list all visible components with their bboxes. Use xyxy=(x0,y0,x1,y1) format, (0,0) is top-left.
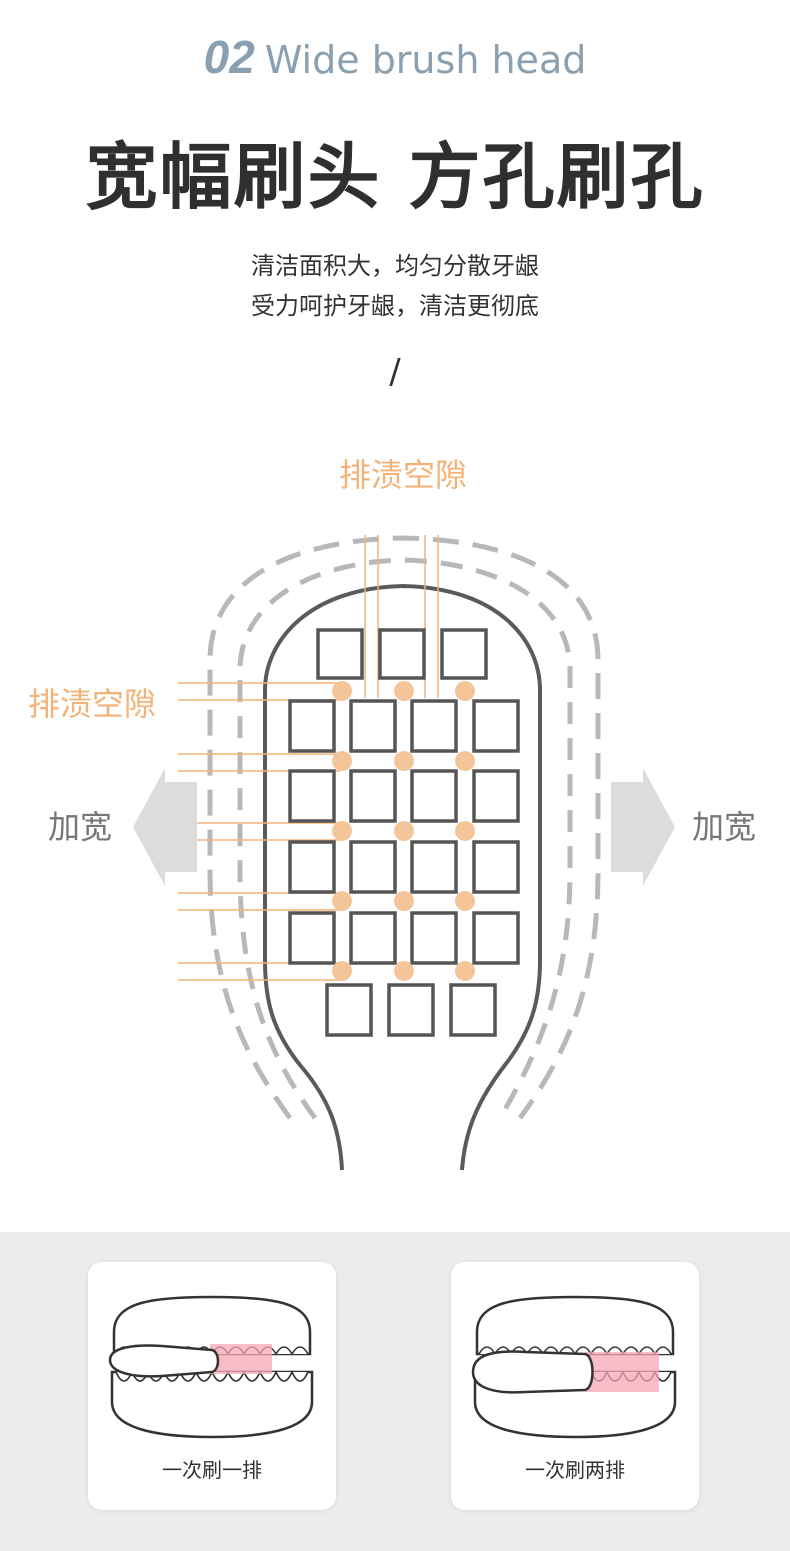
teeth-one-row-illustration xyxy=(108,1295,314,1439)
comparison-card-one-row: 一次刷一排 xyxy=(88,1262,336,1510)
bristle-hole xyxy=(349,769,397,823)
bristle-hole xyxy=(472,769,520,823)
bristle-hole xyxy=(472,840,520,894)
bristle-hole xyxy=(288,840,336,894)
bristle-hole xyxy=(349,699,397,753)
widened-outline-inner xyxy=(237,557,573,1120)
widen-label-left: 加宽 xyxy=(48,808,112,846)
arrow-left-icon xyxy=(133,768,197,886)
bristle-hole xyxy=(440,628,488,680)
brush-head-outline xyxy=(263,583,542,1171)
section-subtitle: Wide brush head xyxy=(264,38,587,82)
bristle-hole xyxy=(325,983,373,1037)
bristle-holes xyxy=(288,628,520,1037)
comparison-card-two-rows: 一次刷两排 xyxy=(451,1262,699,1510)
card-label-one-row: 一次刷一排 xyxy=(162,1458,262,1482)
teeth-two-rows-illustration xyxy=(471,1295,677,1439)
widened-outline-outer xyxy=(207,535,601,1120)
bristle-hole xyxy=(288,911,336,965)
bristle-hole xyxy=(449,983,497,1037)
bristle-hole xyxy=(472,911,520,965)
bristle-hole xyxy=(378,628,426,680)
section-number: 02 xyxy=(203,31,255,83)
brush-head-svg: 排渍空隙 排渍空隙 xyxy=(28,456,756,1171)
card-label-two-rows: 一次刷两排 xyxy=(525,1458,625,1482)
gap-dots xyxy=(332,681,475,981)
bristle-hole xyxy=(387,983,435,1037)
gap-label-left: 排渍空隙 xyxy=(28,685,156,723)
description-line-2: 受力呵护牙龈，清洁更彻底 xyxy=(251,292,539,320)
page-title: 宽幅刷头 方孔刷孔 xyxy=(85,134,705,219)
gap-lines-horizontal xyxy=(178,682,340,981)
bristle-hole xyxy=(288,699,336,753)
description-line-1: 清洁面积大，均匀分散牙龈 xyxy=(251,252,539,280)
bristle-hole xyxy=(410,699,458,753)
gap-label-top: 排渍空隙 xyxy=(339,456,467,494)
bristle-hole xyxy=(316,628,364,680)
arrow-right-icon xyxy=(611,768,675,886)
bristle-hole xyxy=(472,699,520,753)
widen-label-right: 加宽 xyxy=(692,808,756,846)
brush-head-diagram: 排渍空隙 排渍空隙 xyxy=(0,440,790,1200)
bristle-hole xyxy=(410,769,458,823)
divider-slash: / xyxy=(389,352,401,392)
bristle-hole xyxy=(349,911,397,965)
bristle-hole xyxy=(349,840,397,894)
bristle-hole xyxy=(410,840,458,894)
comparison-panel: 一次刷一排 一次刷两排 xyxy=(0,1232,790,1551)
bristle-hole xyxy=(288,769,336,823)
bristle-hole xyxy=(410,911,458,965)
